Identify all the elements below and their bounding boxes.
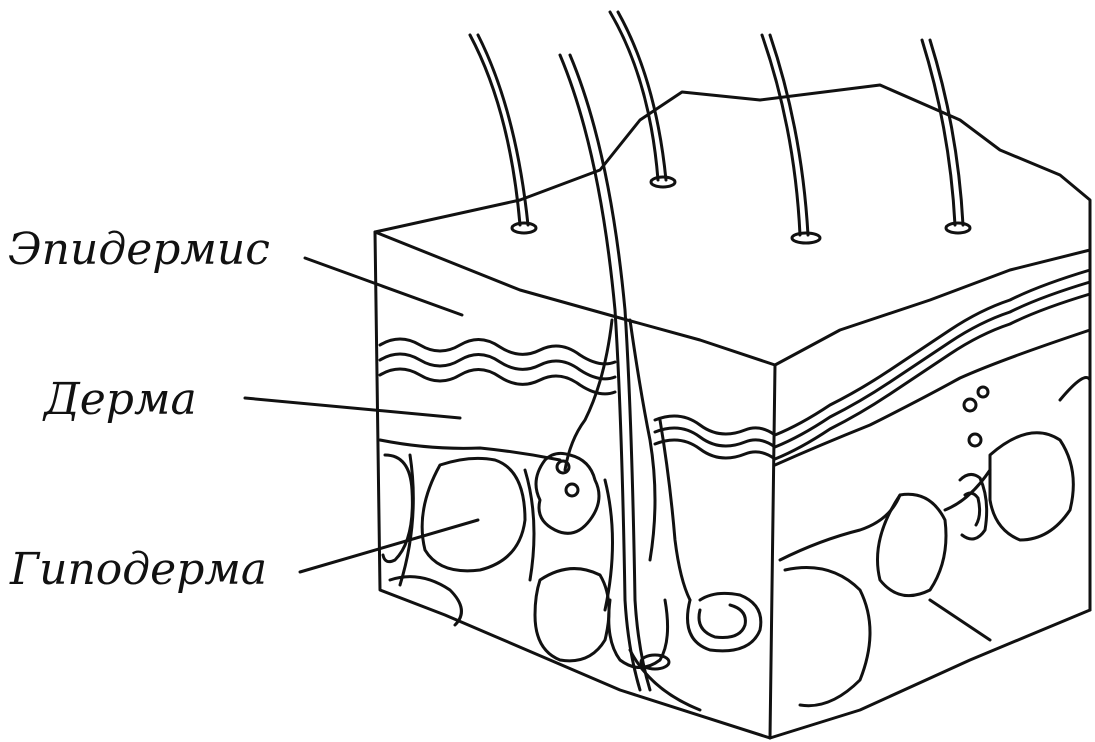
label-dermis: Дерма xyxy=(44,378,197,422)
skin-right-bottom-edge xyxy=(770,610,1090,738)
epidermis-leader-line xyxy=(305,258,462,315)
sweat-gland-coil-2 xyxy=(699,605,745,638)
sweat-duct xyxy=(660,420,690,600)
hair-1b xyxy=(478,35,528,225)
hair-3 xyxy=(762,35,800,235)
skin-block-outline xyxy=(375,85,1090,738)
hair-2b xyxy=(618,12,666,180)
hair-shafts xyxy=(470,12,970,690)
label-hypodermis: Гиподерма xyxy=(10,548,267,592)
hair-4b xyxy=(930,40,963,225)
fat-lobules xyxy=(383,378,1090,706)
dermis-leader-line xyxy=(245,398,460,418)
label-epidermis: Эпидермис xyxy=(8,228,270,272)
epidermis-dermis-boundary xyxy=(380,270,1090,459)
hypodermis-leader-line xyxy=(300,520,478,572)
leader-lines xyxy=(245,258,478,572)
skin-front-corner-edge xyxy=(770,365,775,738)
hypodermis-connective-septa xyxy=(400,455,990,640)
